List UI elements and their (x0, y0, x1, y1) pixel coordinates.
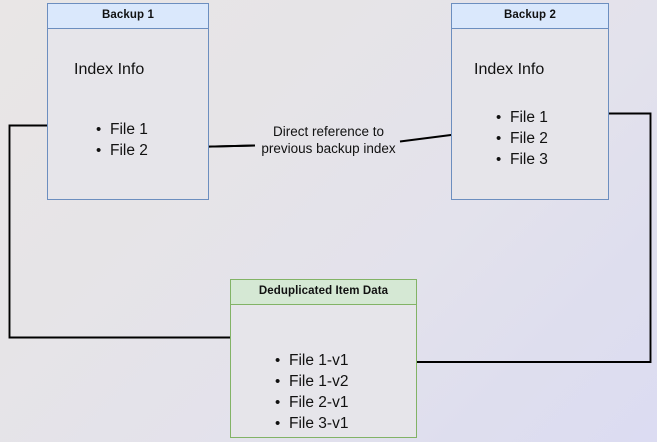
backup-2-file-list: File 1 File 2 File 3 (496, 107, 548, 170)
list-item: File 2 (496, 128, 548, 149)
list-item: File 1-v1 (275, 350, 348, 371)
dedup-file-list: File 1-v1 File 1-v2 File 2-v1 File 3-v1 (275, 350, 348, 434)
backup-2-box[interactable]: Backup 2 Index Info File 1 File 2 File 3 (451, 3, 609, 200)
list-item: File 1-v2 (275, 371, 348, 392)
backup-2-header: Backup 2 (452, 4, 608, 29)
direct-reference-label-line1: Direct reference to (272, 124, 385, 139)
list-item: File 1 (96, 119, 148, 140)
list-item: File 3 (496, 149, 548, 170)
list-item: File 1 (496, 107, 548, 128)
direct-reference-label-line2: previous backup index (261, 141, 396, 156)
backup-1-file-list: File 1 File 2 (96, 119, 148, 161)
backup-1-box[interactable]: Backup 1 Index Info File 1 File 2 (47, 3, 209, 200)
list-item: File 3-v1 (275, 413, 348, 434)
backup-1-index-title: Index Info (74, 61, 145, 78)
direct-reference-label: Direct reference to previous backup inde… (246, 123, 411, 157)
deduplicated-item-data-box[interactable]: Deduplicated Item Data File 1-v1 File 1-… (230, 279, 417, 438)
deduplicated-item-data-header: Deduplicated Item Data (231, 280, 416, 305)
list-item: File 2 (96, 140, 148, 161)
backup-2-index-title: Index Info (474, 61, 545, 78)
backup-1-body: Index Info File 1 File 2 (48, 29, 208, 199)
list-item: File 2-v1 (275, 392, 348, 413)
backup-2-body: Index Info File 1 File 2 File 3 (452, 29, 608, 199)
deduplicated-item-data-body: File 1-v1 File 1-v2 File 2-v1 File 3-v1 (231, 305, 416, 437)
backup-1-header: Backup 1 (48, 4, 208, 29)
